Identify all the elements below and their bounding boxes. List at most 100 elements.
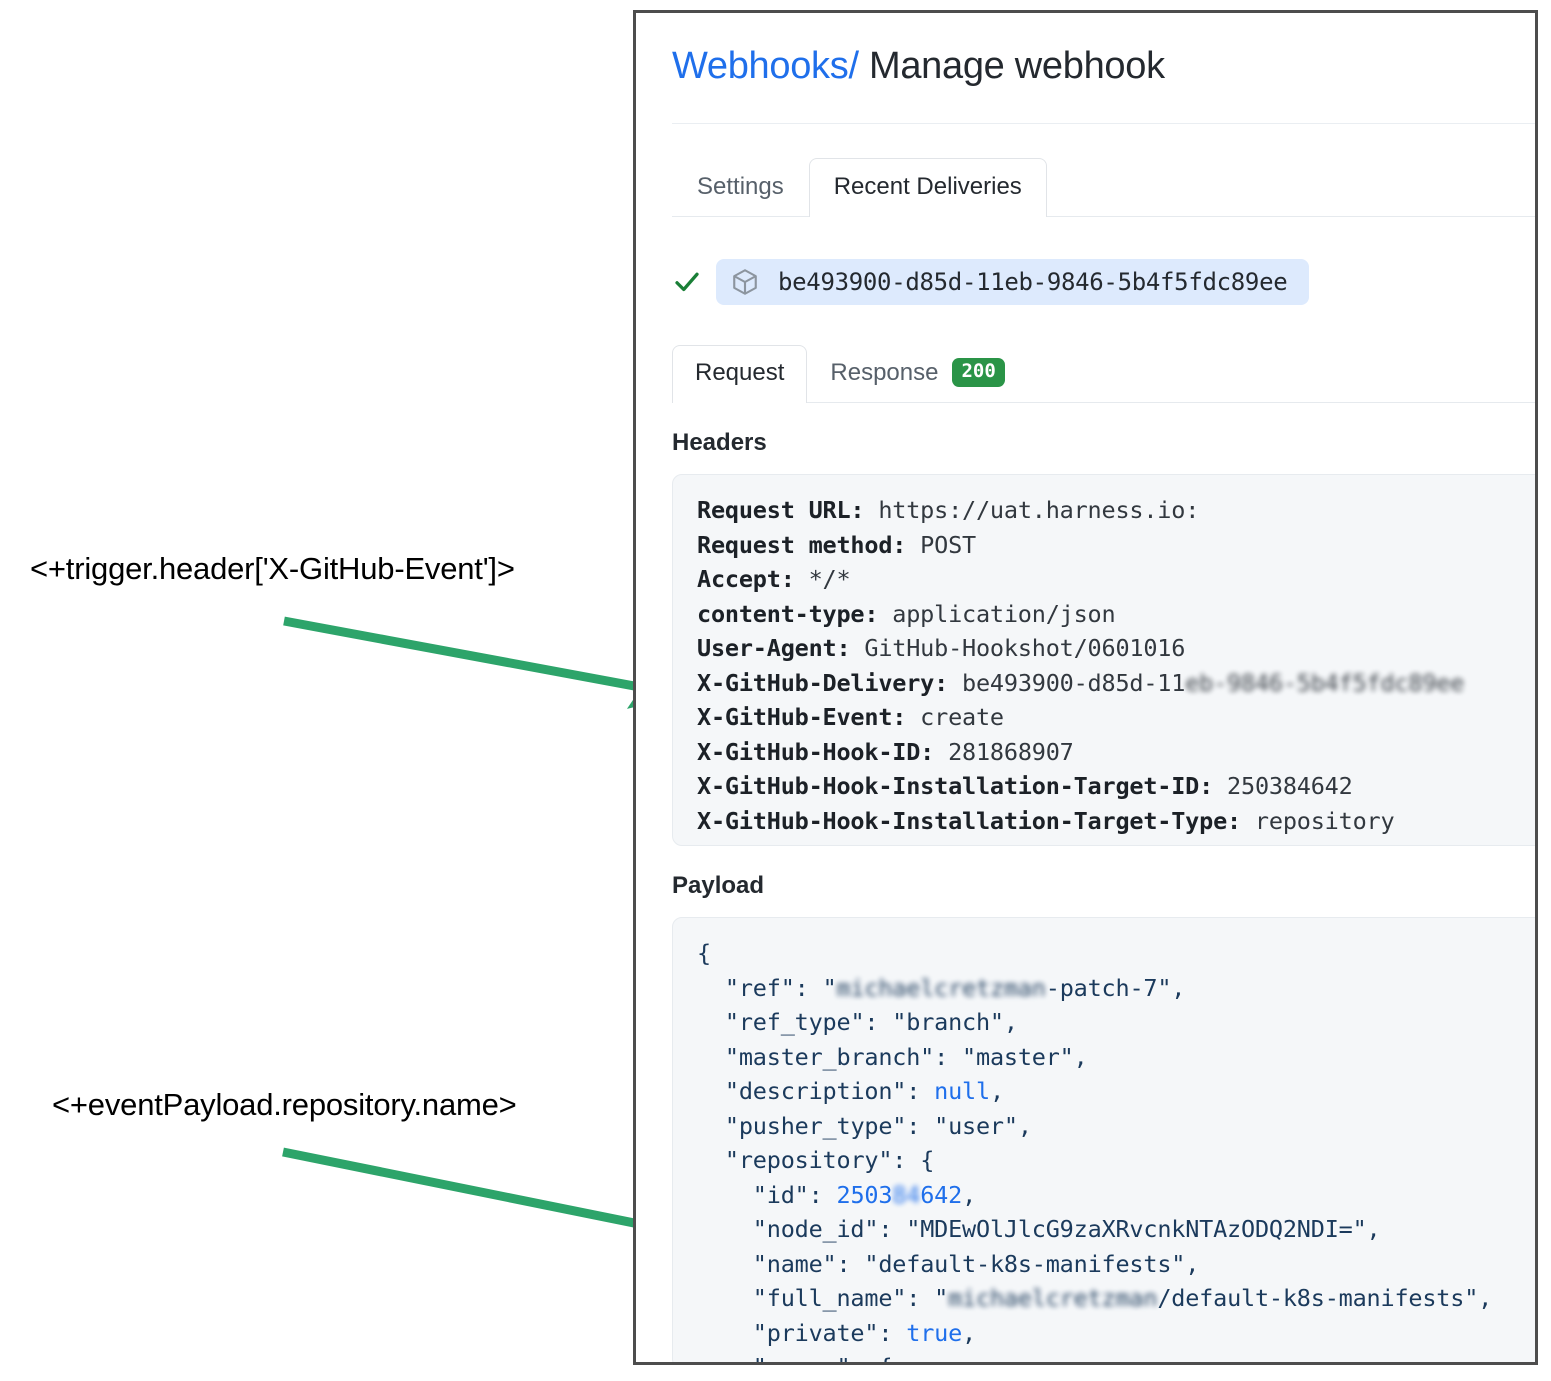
payload-token: /default-k8s-manifests", <box>1157 1284 1493 1312</box>
payload-section-title: Payload <box>672 872 765 899</box>
header-line: User-Agent: GitHub-Hookshot/0601016 <box>697 631 1535 666</box>
payload-lines: { "ref": "michaelcretzman-patch-7", "ref… <box>697 936 1535 1362</box>
header-value: repository <box>1240 806 1395 835</box>
payload-token: : { <box>850 1353 892 1362</box>
payload-token: -patch-7", <box>1045 973 1186 1002</box>
payload-token: : <box>864 1008 893 1036</box>
payload-token: 2503 <box>836 1180 893 1209</box>
payload-line: { <box>697 936 1535 971</box>
payload-token: "private" <box>752 1318 879 1347</box>
header-line: Request URL: https://uat.harness.io: <box>697 493 1535 528</box>
headers-lines: Request URL: https://uat.harness.io:Requ… <box>697 493 1535 839</box>
cube-icon <box>730 267 760 297</box>
payload-line: "name": "default-k8s-manifests", <box>697 1247 1535 1282</box>
webhook-panel: Webhooks/ Manage webhook Settings Recent… <box>633 10 1538 1365</box>
header-value: */* <box>794 565 851 593</box>
webhook-panel-content: Webhooks/ Manage webhook Settings Recent… <box>636 13 1535 1362</box>
payload-annotation-label: <+eventPayload.repository.name> <box>52 1087 517 1122</box>
payload-token: : <box>906 1111 935 1140</box>
tab-response-label: Response <box>830 358 939 386</box>
header-key: X-GitHub-Hook-Installation-Target-ID: <box>697 772 1214 800</box>
payload-line: "ref": "michaelcretzman-patch-7", <box>697 971 1535 1006</box>
payload-token: "ref_type" <box>724 1008 865 1036</box>
header-value: application/json <box>878 599 1116 628</box>
payload-token: "branch", <box>892 1008 1018 1036</box>
payload-token: " <box>822 973 837 1002</box>
payload-token: "node_id" <box>752 1215 879 1243</box>
header-line: Accept: */* <box>697 562 1535 597</box>
header-line: X-GitHub-Event: create <box>697 700 1535 735</box>
payload-line: "repository": { <box>697 1143 1535 1178</box>
delivery-detail-tabs: Request Response 200 <box>672 341 1535 403</box>
header-value: create <box>906 703 1004 731</box>
header-key: X-GitHub-Hook-Installation-Target-Type: <box>697 806 1241 835</box>
payload-token: "repository" <box>724 1146 893 1174</box>
header-value: https://uat.harness.io: <box>864 496 1200 524</box>
payload-line: "ref_type": "branch", <box>697 1005 1535 1040</box>
header-line: X-GitHub-Hook-Installation-Target-ID: 25… <box>697 769 1535 804</box>
tab-request[interactable]: Request <box>672 345 808 403</box>
page-title: Manage webhook <box>868 45 1165 87</box>
delivery-chip[interactable]: be493900-d85d-11eb-9846-5b4f5fdc89ee <box>716 259 1310 305</box>
payload-line: "description": null, <box>697 1074 1535 1109</box>
payload-token: true <box>906 1318 963 1347</box>
header-value: 250384642 <box>1213 772 1353 800</box>
payload-line: "pusher_type": "user", <box>697 1109 1535 1144</box>
payload-token: "default-k8s-manifests", <box>864 1249 1200 1278</box>
payload-token: : { <box>892 1146 935 1174</box>
payload-token: null <box>934 1077 990 1105</box>
payload-token: , <box>962 1180 977 1209</box>
tab-settings[interactable]: Settings <box>697 173 784 201</box>
payload-line: "master_branch": "master", <box>697 1040 1535 1075</box>
header-line: X-GitHub-Hook-Installation-Target-Type: … <box>697 804 1535 839</box>
header-value: GitHub-Hookshot/0601016 <box>850 634 1186 662</box>
header-value: be493900-d85d-11 <box>948 668 1186 697</box>
headers-code-block: Request URL: https://uat.harness.io:Requ… <box>672 474 1535 846</box>
breadcrumb: Webhooks/ Manage webhook <box>672 13 1535 87</box>
payload-token: "MDEwOlJlcG9zaXRvcnkNTAzODQ2NDI=", <box>906 1215 1381 1243</box>
payload-token: { <box>697 939 711 967</box>
payload-token: : <box>878 1215 907 1243</box>
payload-token: "master_branch" <box>724 1042 935 1071</box>
status-badge: 200 <box>952 358 1005 387</box>
breadcrumb-link-webhooks[interactable]: Webhooks <box>672 45 849 87</box>
header-annotation-arrow <box>283 616 685 709</box>
payload-token: : <box>808 1180 837 1209</box>
payload-token: "name" <box>752 1249 837 1278</box>
payload-token: : <box>794 973 823 1002</box>
tab-recent-deliveries[interactable]: Recent Deliveries <box>808 158 1047 217</box>
breadcrumb-separator: / <box>848 45 859 87</box>
payload-token: "full_name" <box>752 1284 907 1312</box>
tab-request-label: Request <box>695 359 785 387</box>
payload-token: 642 <box>920 1180 963 1209</box>
tab-response[interactable]: Response 200 <box>807 344 1027 403</box>
header-value-redacted: eb-9846-5b4f5fdc89ee <box>1185 668 1465 697</box>
header-key: X-GitHub-Delivery: <box>697 668 949 697</box>
payload-token: , <box>989 1077 1004 1105</box>
payload-token-redacted: michaelcretzman <box>836 973 1046 1002</box>
delivery-row: be493900-d85d-11eb-9846-5b4f5fdc89ee <box>672 259 1310 305</box>
webhook-tabs: Settings Recent Deliveries <box>672 155 1535 217</box>
payload-token-redacted: michaelcretzman <box>948 1284 1158 1312</box>
payload-token: , <box>962 1318 976 1347</box>
header-key: X-GitHub-Event: <box>697 703 907 731</box>
payload-token: "master", <box>962 1042 1088 1071</box>
header-key: Accept: <box>697 565 795 593</box>
header-value: 281868907 <box>934 737 1074 766</box>
header-line: X-GitHub-Delivery: be493900-d85d-11eb-98… <box>697 666 1535 701</box>
payload-line: "id": 250384642, <box>697 1178 1535 1213</box>
header-line: content-type: application/json <box>697 597 1535 632</box>
header-annotation-label: <+trigger.header['X-GitHub-Event']> <box>30 551 515 586</box>
payload-token: "ref" <box>724 973 795 1002</box>
header-key: User-Agent: <box>697 634 851 662</box>
payload-token: : <box>836 1249 865 1278</box>
payload-token: "pusher_type" <box>724 1111 907 1140</box>
payload-token: " <box>934 1284 949 1312</box>
payload-line: "full_name": "michaelcretzman/default-k8… <box>697 1281 1535 1316</box>
payload-token: "id" <box>752 1180 809 1209</box>
header-line: X-GitHub-Hook-ID: 281868907 <box>697 735 1535 770</box>
delivery-guid: be493900-d85d-11eb-9846-5b4f5fdc89ee <box>778 268 1288 296</box>
payload-token: : <box>906 1077 935 1105</box>
headers-section-title: Headers <box>672 429 767 456</box>
header-key: Request URL: <box>697 496 865 524</box>
